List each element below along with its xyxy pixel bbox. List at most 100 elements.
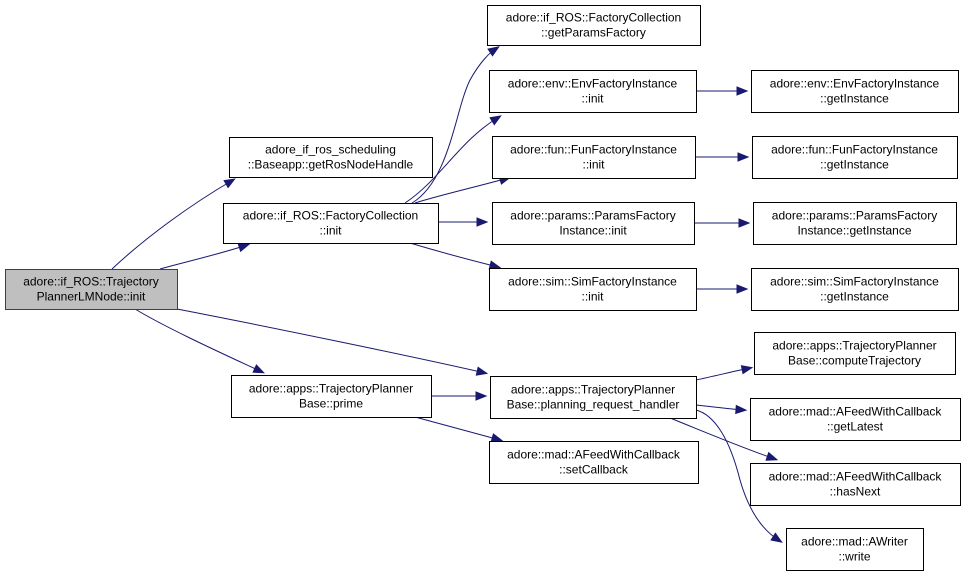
node-box[interactable] [786, 528, 924, 571]
node-box[interactable] [487, 5, 701, 46]
node-box[interactable] [489, 268, 697, 311]
node-box[interactable] [229, 137, 433, 178]
node-box[interactable] [754, 332, 956, 375]
node-box[interactable] [492, 202, 695, 245]
node-box[interactable] [751, 70, 959, 113]
node-label-line: Base::planning_request_handler [507, 398, 680, 412]
node-label-line: adore::fun::FunFactoryInstance [771, 143, 938, 157]
node-box[interactable] [752, 136, 958, 179]
edge-funInit-to-funGet [695, 152, 750, 162]
arrowhead-icon [489, 115, 502, 126]
node-paramsInit[interactable]: adore::params::ParamsFactoryInstance::in… [492, 202, 695, 245]
node-label-line: adore::params::ParamsFactory [510, 209, 675, 223]
node-label-line: adore::params::ParamsFactory [772, 209, 937, 223]
edge-root-to-prime [134, 308, 266, 374]
arrowhead-icon [223, 178, 236, 189]
node-getParamsFactory[interactable]: adore::if_ROS::FactoryCollection::getPar… [487, 5, 701, 46]
edge-prh-to-write [695, 409, 783, 543]
node-label-line: ::Baseapp::getRosNodeHandle [248, 158, 414, 172]
arrowhead-icon [738, 218, 751, 228]
node-getRosNodeHandle[interactable]: adore_if_ros_scheduling::Baseapp::getRos… [229, 137, 433, 178]
node-label-line: adore::mad::AFeedWithCallback [769, 470, 943, 484]
arrowhead-icon [765, 451, 779, 461]
edge-prh-to-computeTrajectory [695, 365, 754, 381]
node-label-line: ::hasNext [830, 485, 881, 499]
node-label-line: ::init [581, 290, 604, 304]
node-label-line: ::init [582, 158, 605, 172]
node-label-line: adore::if_ROS::FactoryCollection [243, 209, 418, 223]
node-label-line: ::init [581, 92, 604, 106]
edge-line [409, 242, 499, 268]
node-box[interactable] [489, 441, 699, 484]
node-label-line: ::getInstance [820, 290, 889, 304]
node-box[interactable] [751, 268, 959, 311]
arrowhead-icon [488, 260, 502, 270]
edges-layer [111, 46, 783, 543]
node-envInit[interactable]: adore::env::EnvFactoryInstance::init [489, 70, 697, 113]
edge-prh-to-hasNext [669, 417, 779, 461]
node-prh[interactable]: adore::apps::TrajectoryPlannerBase::plan… [490, 376, 697, 419]
arrowhead-icon [237, 243, 251, 253]
node-setCallback[interactable]: adore::mad::AFeedWithCallback::setCallba… [489, 441, 699, 484]
node-box[interactable] [492, 136, 696, 179]
edge-line [134, 308, 263, 373]
arrowhead-icon [476, 217, 489, 227]
node-funGet[interactable]: adore::fun::FunFactoryInstance::getInsta… [752, 136, 958, 179]
node-label-line: ::getParamsFactory [541, 26, 646, 40]
node-computeTrajectory[interactable]: adore::apps::TrajectoryPlannerBase::comp… [754, 332, 956, 375]
node-label-line: Base::computeTrajectory [788, 354, 921, 368]
node-label-line: adore::sim::SimFactoryInstance [770, 275, 939, 289]
node-hasNext[interactable]: adore::mad::AFeedWithCallback::hasNext [750, 463, 961, 506]
node-label-line: adore::env::EnvFactoryInstance [508, 77, 678, 91]
arrowhead-icon [740, 365, 754, 375]
node-prime[interactable]: adore::apps::TrajectoryPlannerBase::prim… [231, 375, 432, 418]
node-box[interactable] [5, 269, 178, 310]
arrowhead-icon [487, 46, 500, 57]
edge-line [159, 244, 248, 270]
edge-root-to-getRosNodeHandle [111, 178, 236, 270]
node-label-line: adore::env::EnvFactoryInstance [770, 77, 940, 91]
node-simGet[interactable]: adore::sim::SimFactoryInstance::getInsta… [751, 268, 959, 311]
edge-fcInit-to-envInit [404, 115, 502, 204]
node-label-line: adore::mad::AWriter [801, 535, 908, 549]
node-root[interactable]: adore::if_ROS::TrajectoryPlannerLMNode::… [5, 269, 178, 310]
node-box[interactable] [750, 398, 961, 441]
node-label-line: adore::sim::SimFactoryInstance [508, 275, 677, 289]
node-paramsGet[interactable]: adore::params::ParamsFactoryInstance::ge… [753, 202, 957, 245]
node-label-line: ::getLatest [827, 420, 884, 434]
node-box[interactable] [490, 376, 697, 419]
edge-envInit-to-envGet [696, 86, 749, 96]
edge-paramsInit-to-paramsGet [694, 218, 751, 228]
node-box[interactable] [231, 375, 432, 418]
edge-line [111, 179, 234, 270]
node-label-line: Base::prime [299, 397, 363, 411]
arrowhead-icon [736, 86, 749, 96]
node-box[interactable] [750, 463, 961, 506]
edge-line [669, 417, 776, 460]
arrowhead-icon [490, 433, 504, 443]
node-simInit[interactable]: adore::sim::SimFactoryInstance::init [489, 268, 697, 311]
edge-fcInit-to-paramsInit [438, 217, 489, 227]
arrowhead-icon [475, 366, 489, 376]
node-fcInit[interactable]: adore::if_ROS::FactoryCollection::init [223, 203, 439, 244]
node-label-line: adore::apps::TrajectoryPlanner [249, 382, 413, 396]
node-getLatest[interactable]: adore::mad::AFeedWithCallback::getLatest [750, 398, 961, 441]
node-box[interactable] [489, 70, 697, 113]
node-label-line: adore::mad::AFeedWithCallback [769, 405, 943, 419]
node-funInit[interactable]: adore::fun::FunFactoryInstance::init [492, 136, 696, 179]
node-write[interactable]: adore::mad::AWriter::write [786, 528, 924, 571]
node-label-line: adore::mad::AFeedWithCallback [507, 448, 681, 462]
node-label-line: adore::if_ROS::FactoryCollection [506, 11, 681, 25]
edge-line [176, 308, 486, 374]
edge-root-to-prh [176, 308, 489, 376]
node-envGet[interactable]: adore::env::EnvFactoryInstance::getInsta… [751, 70, 959, 113]
node-box[interactable] [753, 202, 957, 245]
edge-prime-to-prh [431, 391, 488, 401]
node-label-line: adore::fun::FunFactoryInstance [510, 143, 677, 157]
edge-prime-to-setCallback [414, 416, 504, 443]
edge-line [414, 177, 509, 204]
node-label-line: ::getInstance [820, 92, 889, 106]
arrowhead-icon [252, 364, 266, 374]
node-box[interactable] [223, 203, 439, 244]
